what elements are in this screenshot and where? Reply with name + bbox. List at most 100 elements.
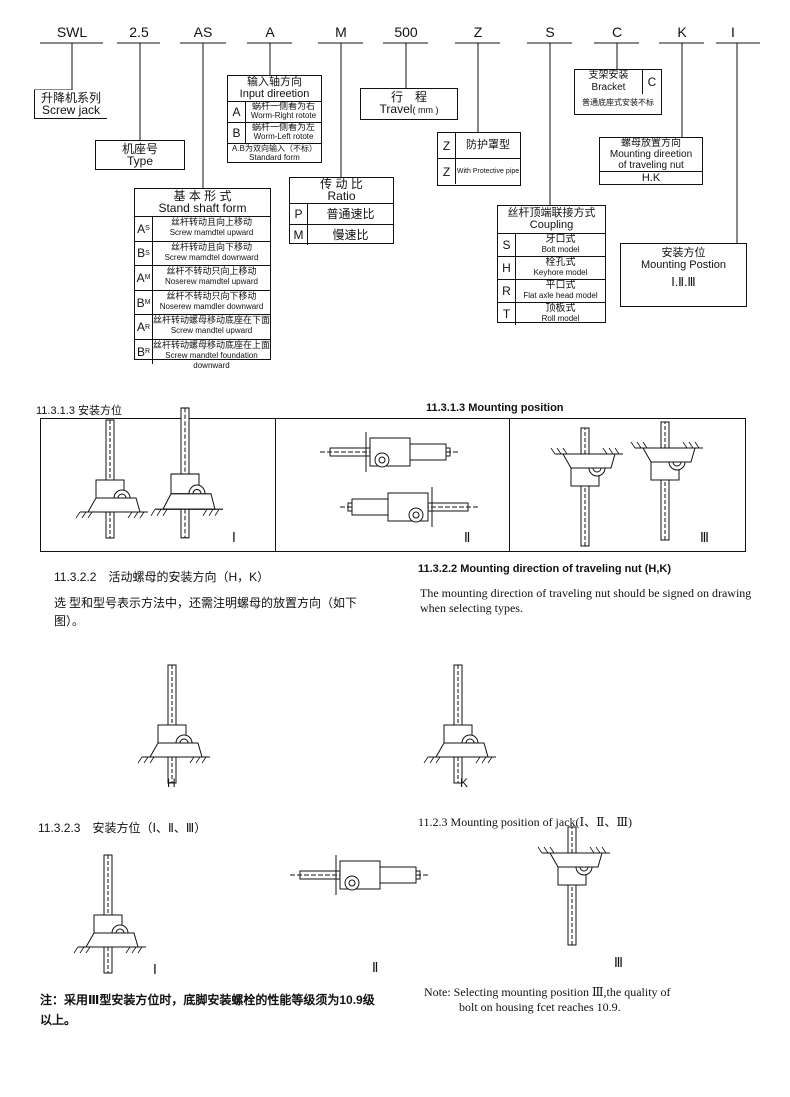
mount-title-cn: 安装方位 bbox=[661, 247, 706, 259]
note-en-line2: bolt on housing fcet reaches 10.9. bbox=[459, 1000, 621, 1014]
input-row-key: B bbox=[228, 123, 246, 143]
stand-row-key-sub: S bbox=[145, 225, 150, 233]
coupling-row-en: Keyhore model bbox=[533, 268, 588, 277]
series-box: 升降机系列 Screw jack bbox=[34, 90, 107, 119]
coupling-title-cn: 丝杆顶端联接方式 bbox=[507, 207, 596, 219]
mount-position-box: 安装方位 Mounting Postion Ⅰ.Ⅱ.Ⅲ bbox=[620, 243, 747, 307]
stand-row-en: Noserew mamdler downward bbox=[159, 301, 264, 311]
stand-title-cn: 基 本 形 式 bbox=[173, 189, 232, 203]
coupling-row-en: Bolt model bbox=[541, 245, 580, 254]
stand-row-key-sub: M bbox=[144, 299, 151, 307]
note-cn: 注：采用Ⅲ型安装方位时，底脚安装螺栓的性能等级须为10.9级以上。 bbox=[40, 993, 375, 1027]
section3-title-cn: 11.3.2.3 安装方位（Ⅰ、Ⅱ、Ⅲ） bbox=[38, 821, 207, 835]
nut-title-en2: of traveling nut bbox=[618, 160, 684, 171]
pos3-label: Ⅲ bbox=[614, 955, 623, 970]
ratio-row-key: M bbox=[290, 225, 308, 245]
code-mount: I bbox=[731, 24, 735, 40]
protect-row-en: Z With Protective pipe bbox=[438, 158, 520, 184]
coupling-row-cn: 平口式 bbox=[545, 280, 576, 291]
ratio-title-cn: 传 动 比 bbox=[320, 177, 363, 191]
panel2-label: Ⅱ bbox=[464, 530, 471, 545]
input-row-cn: 蜗杆一侧看为左 bbox=[251, 122, 315, 132]
panel1-label: Ⅰ bbox=[232, 530, 236, 545]
connector-lines bbox=[34, 42, 760, 243]
section3-title-en: 11.2.3 Mounting position of jack(Ⅰ、Ⅱ、Ⅲ) bbox=[418, 815, 633, 829]
travel-box: 行 程 Travel( mm ) bbox=[360, 88, 458, 120]
panel-divider bbox=[509, 418, 510, 552]
series-label-en: Screw jack bbox=[41, 103, 100, 117]
stand-row-key-sub: R bbox=[144, 323, 151, 331]
ratio-row-key: P bbox=[290, 204, 308, 224]
travel-label-en: Travel bbox=[379, 102, 413, 116]
protect-row-cn: Z 防护罩型 bbox=[438, 133, 520, 158]
pos1-label: Ⅰ bbox=[153, 962, 157, 977]
bracket-label-en: Bracket bbox=[591, 82, 626, 93]
stand-row-key-letter: B bbox=[136, 344, 145, 359]
type-label-cn: 机座号 bbox=[121, 142, 158, 156]
ratio-box: 传 动 比 Ratio P 普通速比 M 慢速比 bbox=[289, 177, 394, 245]
code-size: 2.5 bbox=[129, 24, 149, 40]
code-ratio: M bbox=[335, 24, 347, 40]
ratio-title-en: Ratio bbox=[327, 189, 356, 203]
nut-title-cn: 螺母放置方向 bbox=[621, 138, 681, 149]
ratio-row-label: 普通速比 bbox=[326, 207, 375, 221]
coupling-row-cn: 顶板式 bbox=[545, 303, 576, 314]
code-bracket: C bbox=[611, 24, 623, 40]
nut-value: H.K bbox=[600, 171, 702, 184]
section2-desc-en: The mounting direction of traveling nut … bbox=[420, 586, 752, 615]
mount-value: Ⅰ.Ⅱ.Ⅲ bbox=[671, 275, 696, 289]
code-coupling: S bbox=[545, 24, 555, 40]
code-swl: SWL bbox=[56, 24, 88, 40]
coupling-row-cn: 牙口式 bbox=[545, 234, 576, 245]
nut-h-label: H bbox=[167, 776, 176, 790]
code-protect: Z bbox=[473, 24, 483, 40]
stand-row-en: Screw mandtel upward bbox=[170, 326, 253, 336]
coupling-row-en: Flat axle head model bbox=[523, 291, 598, 300]
code-input: A bbox=[265, 24, 275, 40]
coupling-row-cn: 栓孔式 bbox=[545, 257, 576, 268]
type-label-en: Type bbox=[126, 154, 153, 168]
section1-title-cn: 11.3.1.3 安装方位 bbox=[36, 405, 122, 417]
stand-title-en: Stand shaft form bbox=[158, 201, 247, 215]
mount-title-en: Mounting Postion bbox=[641, 259, 726, 271]
bracket-box: 支架安装 Bracket C 普通底座式安装不标 bbox=[574, 69, 662, 115]
nut-direction-box: 螺母放置方向 Mounting direetion of traveling n… bbox=[599, 137, 703, 185]
travel-label-cn: 行 程 bbox=[390, 90, 427, 104]
stand-row-key-letter: A bbox=[137, 221, 146, 236]
series-label-cn: 升降机系列 bbox=[40, 91, 101, 105]
protect-row-key: Z bbox=[438, 133, 456, 158]
coupling-row-key: S bbox=[498, 234, 516, 256]
stand-row-key-sub: R bbox=[144, 348, 151, 356]
coupling-title-en: Coupling bbox=[529, 219, 574, 231]
nut-k-label: K bbox=[460, 776, 469, 790]
input-row-key: A bbox=[228, 102, 246, 122]
stand-row-cn: 丝杆转动螺母移动底座在下面 bbox=[153, 315, 271, 326]
code-form: AS bbox=[193, 24, 213, 40]
coupling-row-en: Roll model bbox=[541, 314, 580, 323]
stand-row-key-sub: M bbox=[144, 274, 151, 282]
ratio-row-m: M 慢速比 bbox=[290, 224, 393, 245]
panel-divider bbox=[275, 418, 276, 552]
stand-row-key-sub: S bbox=[145, 249, 150, 257]
coupling-row-key: R bbox=[498, 280, 516, 302]
stand-row-key-letter: A bbox=[136, 320, 145, 335]
bracket-label-cn: 支架安装 bbox=[588, 70, 629, 81]
input-title-cn: 输入轴方向 bbox=[247, 76, 302, 88]
stand-row-en: Screw mamdtel downward bbox=[164, 252, 259, 262]
ratio-row-p: P 普通速比 bbox=[290, 203, 393, 224]
stand-row-key-letter: B bbox=[136, 295, 145, 310]
